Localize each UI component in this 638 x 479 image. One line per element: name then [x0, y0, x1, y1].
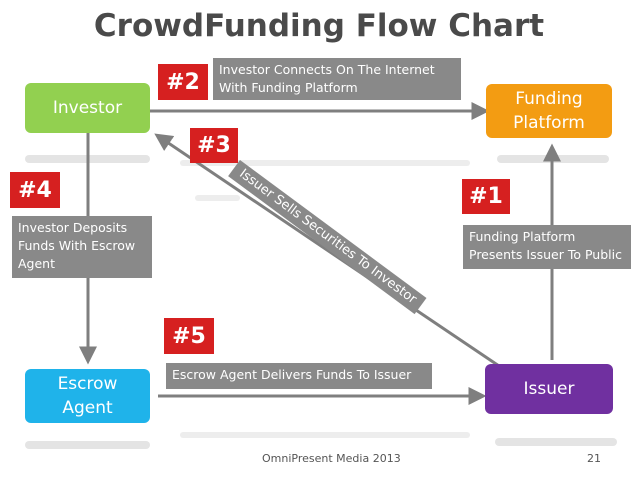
- footer-credit: OmniPresent Media 2013: [262, 452, 401, 465]
- step-1-label: Funding Platform Presents Issuer To Publ…: [463, 225, 631, 269]
- step-4-label: Investor Deposits Funds With Escrow Agen…: [12, 216, 152, 278]
- bottom-arrow-shadow: [180, 432, 470, 438]
- page-number: 21: [587, 452, 601, 465]
- step-2-label: Investor Connects On The Internet With F…: [213, 58, 461, 100]
- issuer-shadow: [495, 438, 617, 446]
- issuer-node: Issuer: [485, 364, 613, 414]
- escrow-shadow: [25, 441, 150, 449]
- page-title: CrowdFunding Flow Chart: [93, 8, 545, 44]
- step-5-badge: #5: [164, 318, 214, 354]
- step-2-badge: #2: [158, 64, 208, 100]
- top-arrow-shadow: [180, 160, 470, 166]
- funding-platform-node: Funding Platform: [486, 84, 612, 138]
- left-arrow-shadow: [195, 195, 240, 201]
- step-1-badge: #1: [462, 179, 510, 214]
- step-4-badge: #4: [10, 172, 60, 208]
- investor-node: Investor: [25, 83, 150, 133]
- step-5-label: Escrow Agent Delivers Funds To Issuer: [166, 363, 432, 389]
- escrow-agent-node: Escrow Agent: [25, 369, 150, 423]
- step-3-badge: #3: [190, 128, 238, 163]
